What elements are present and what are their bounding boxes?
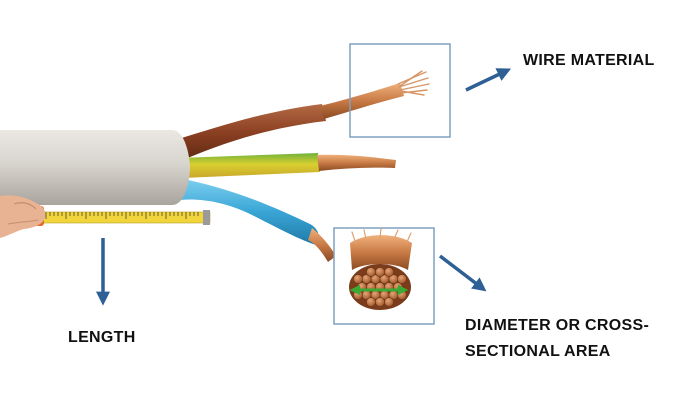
diameter-label-line-1: DIAMETER OR CROSS- (465, 317, 650, 334)
hand-icon (0, 195, 46, 238)
wire-material-callout-box (349, 43, 451, 138)
arrow-icon (465, 68, 512, 92)
diameter-label-line-2: SECTIONAL AREA (465, 343, 611, 360)
brown-wire (175, 70, 430, 162)
cable-sheath (0, 130, 190, 205)
length-label: LENGTH (68, 329, 136, 346)
blue-wire (178, 178, 336, 262)
cross-section-callout (333, 227, 435, 325)
arrow-icon (438, 254, 487, 292)
tape-measure-icon (26, 206, 211, 226)
yellow-green-wire (178, 153, 396, 178)
diameter-label: DIAMETER OR CROSS- SECTIONAL AREA (465, 313, 649, 365)
wire-material-label: WIRE MATERIAL (523, 52, 655, 69)
